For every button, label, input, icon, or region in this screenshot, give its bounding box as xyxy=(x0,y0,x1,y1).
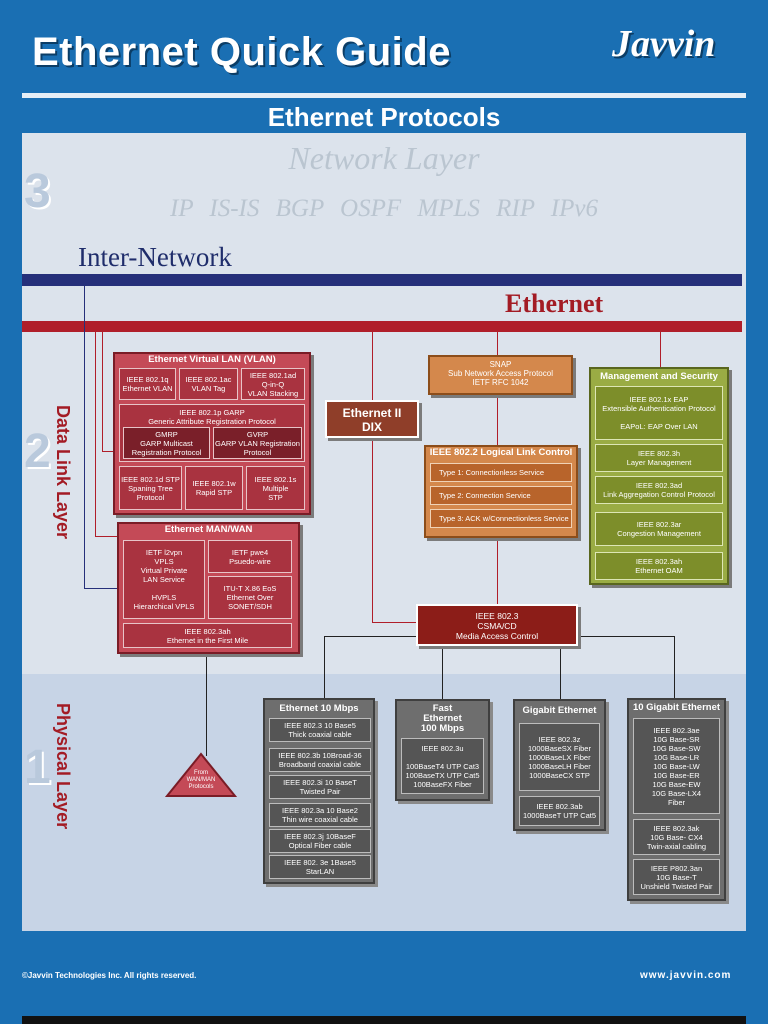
connector-line xyxy=(578,636,674,637)
mgmt-title: Management and Security xyxy=(600,371,718,382)
connector-line xyxy=(102,451,113,452)
from-wan-triangle xyxy=(165,752,237,797)
phy10-item: IEEE 802. 3e 1Base5 StarLAN xyxy=(269,855,371,879)
internetwork-bar xyxy=(22,274,742,286)
layer-mgmt-box: IEEE 802.3h Layer Management xyxy=(595,444,723,472)
llc-type2: Type 2: Connection Service xyxy=(430,486,572,505)
llc-type3: Type 3: ACK w/Connectionless Service xyxy=(430,509,572,528)
stp-box: IEEE 802.1d STP Spaning Tree Protocol xyxy=(119,466,182,510)
phy10g-item: IEEE 802.3ae 10G Base-SR 10G Base-SW 10G… xyxy=(633,718,720,814)
congestion-box: IEEE 802.3ar Congestion Management xyxy=(595,512,723,546)
gvrp-box: GVRP GARP VLAN Registration Protocol xyxy=(213,427,302,459)
manwan-box: Ethernet MAN/WAN IETF l2vpn VPLS Virtual… xyxy=(117,522,300,654)
ieee-8021ac-box: IEEE 802.1ac VLAN Tag xyxy=(179,368,238,400)
website-link[interactable]: www.javvin.com xyxy=(640,970,732,981)
mgmt-security-box: Management and Security IEEE 802.1x EAP … xyxy=(589,367,729,585)
phy10-item: IEEE 802.3i 10 BaseT Twisted Pair xyxy=(269,775,371,799)
layer-number-1: 1 xyxy=(24,741,51,794)
connector-line xyxy=(84,286,85,589)
llc-title: IEEE 802.2 Logical Link Control xyxy=(429,447,573,458)
ethernet-ii-box: Ethernet II DIX xyxy=(325,400,419,438)
lacp-box: IEEE 802.3ad Link Aggregation Control Pr… xyxy=(595,476,723,504)
rstp-box: IEEE 802.1w Rapid STP xyxy=(185,466,243,510)
connector-line xyxy=(324,636,416,637)
phy10g-title: 10 Gigabit Ethernet xyxy=(632,702,721,713)
phy10g-item: IEEE 802.3ak 10G Base- CX4 Twin-axial ca… xyxy=(633,819,720,855)
mstp-box: IEEE 802.1s Multiple STP xyxy=(246,466,305,510)
network-protocols: IP IS-IS BGP OSPF MPLS RIP IPv6 xyxy=(170,195,598,222)
ethernet-10mbps-box: Ethernet 10 Mbps IEEE 802.3 10 Base5 Thi… xyxy=(263,698,375,884)
l2vpn-box: IETF l2vpn VPLS Virtual Private LAN Serv… xyxy=(123,540,205,619)
connector-line xyxy=(560,646,561,699)
bottom-bar xyxy=(22,1016,746,1024)
connector-line xyxy=(660,332,661,367)
connector-line xyxy=(442,646,443,699)
connector-line xyxy=(497,332,498,355)
connector-line xyxy=(372,622,416,623)
llc-box: IEEE 802.2 Logical Link Control Type 1: … xyxy=(424,445,578,538)
layer-number-3: 3 xyxy=(24,165,51,218)
phy10-item: IEEE 802.3j 10BaseF Optical Fiber cable xyxy=(269,829,371,853)
ieee-8021ad-box: IEEE 802.1ad Q-in-Q VLAN Stacking xyxy=(241,368,305,400)
connector-line xyxy=(497,395,498,445)
vlan-title: Ethernet Virtual LAN (VLAN) xyxy=(148,354,276,365)
page-title: Ethernet Quick Guide xyxy=(32,30,451,74)
internetwork-label: Inter-Network xyxy=(78,242,232,272)
snap-box: SNAP Sub Network Access Protocol IETF RF… xyxy=(428,355,573,395)
csma-cd-box: IEEE 802.3 CSMA/CD Media Access Control xyxy=(416,604,578,646)
phy1g-item: IEEE 802.3ab 1000BaseT UTP Cat5 xyxy=(519,796,600,826)
connector-line xyxy=(324,636,325,699)
phy10-item: IEEE 802.3a 10 Base2 Thin wire coaxial c… xyxy=(269,803,371,827)
from-wan-label: From WAN/MAN Protocols xyxy=(186,770,216,790)
fast-ethernet-box: Fast Ethernet 100 Mbps IEEE 802.3u 100Ba… xyxy=(395,699,490,801)
phy100-item: IEEE 802.3u 100BaseT4 UTP Cat3 100BaseTX… xyxy=(401,738,484,794)
network-layer-label: Network Layer xyxy=(288,140,480,176)
connector-line xyxy=(84,588,117,589)
phy10-title: Ethernet 10 Mbps xyxy=(279,703,359,714)
header-divider xyxy=(22,93,746,98)
efm-box: IEEE 802.3ah Ethernet in the First Mile xyxy=(123,623,292,648)
ethernet-bar xyxy=(22,321,742,332)
connector-line xyxy=(497,538,498,606)
phy100-title: Fast Ethernet 100 Mbps xyxy=(420,703,465,734)
vlan-box: Ethernet Virtual LAN (VLAN) IEEE 802.1q … xyxy=(113,352,311,515)
ieee-8021q-box: IEEE 802.1q Ethernet VLAN xyxy=(119,368,176,400)
oam-box: IEEE 802.3ah Ethernet OAM xyxy=(595,552,723,580)
phy1g-title: Gigabit Ethernet xyxy=(522,705,597,716)
connector-line xyxy=(102,332,103,452)
connector-line xyxy=(674,636,675,699)
javvin-logo: Javvin xyxy=(612,23,716,65)
pwe3-box: IETF pwe4 Psuedo-wire xyxy=(208,540,292,573)
physical-layer-band xyxy=(22,674,746,931)
gigabit-ethernet-box: Gigabit Ethernet IEEE 802.3z 1000BaseSX … xyxy=(513,699,606,831)
copyright: ©Javvin Technologies Inc. All rights res… xyxy=(22,971,197,980)
x86-box: ITU-T X.86 EoS Ethernet Over SONET/SDH xyxy=(208,576,292,619)
eap-box: IEEE 802.1x EAP Extensible Authenticatio… xyxy=(595,386,723,440)
phy1g-item: IEEE 802.3z 1000BaseSX Fiber 1000BaseLX … xyxy=(519,723,600,791)
connector-line xyxy=(95,536,117,537)
llc-type1: Type 1: Connectionless Service xyxy=(430,463,572,482)
connector-line xyxy=(206,651,207,756)
connector-line xyxy=(372,332,373,623)
ten-gigabit-ethernet-box: 10 Gigabit Ethernet IEEE 802.3ae 10G Bas… xyxy=(627,698,726,901)
gmrp-box: GMRP GARP Multicast Registration Protoco… xyxy=(123,427,210,459)
phy10-item: IEEE 802.3b 10Broad-36 Broadband coaxial… xyxy=(269,748,371,772)
page-subtitle: Ethernet Protocols xyxy=(267,102,501,132)
manwan-title: Ethernet MAN/WAN xyxy=(164,524,253,535)
physical-layer-label: Physical Layer xyxy=(53,703,73,830)
connector-line xyxy=(95,332,96,537)
ethernet-label: Ethernet xyxy=(505,289,604,318)
phy10g-item: IEEE P802.3an 10G Base-T Unshield Twiste… xyxy=(633,859,720,895)
phy10-item: IEEE 802.3 10 Base5 Thick coaxial cable xyxy=(269,718,371,742)
layer-number-2: 2 xyxy=(24,425,51,478)
datalink-layer-label: Data Link Layer xyxy=(53,405,73,540)
